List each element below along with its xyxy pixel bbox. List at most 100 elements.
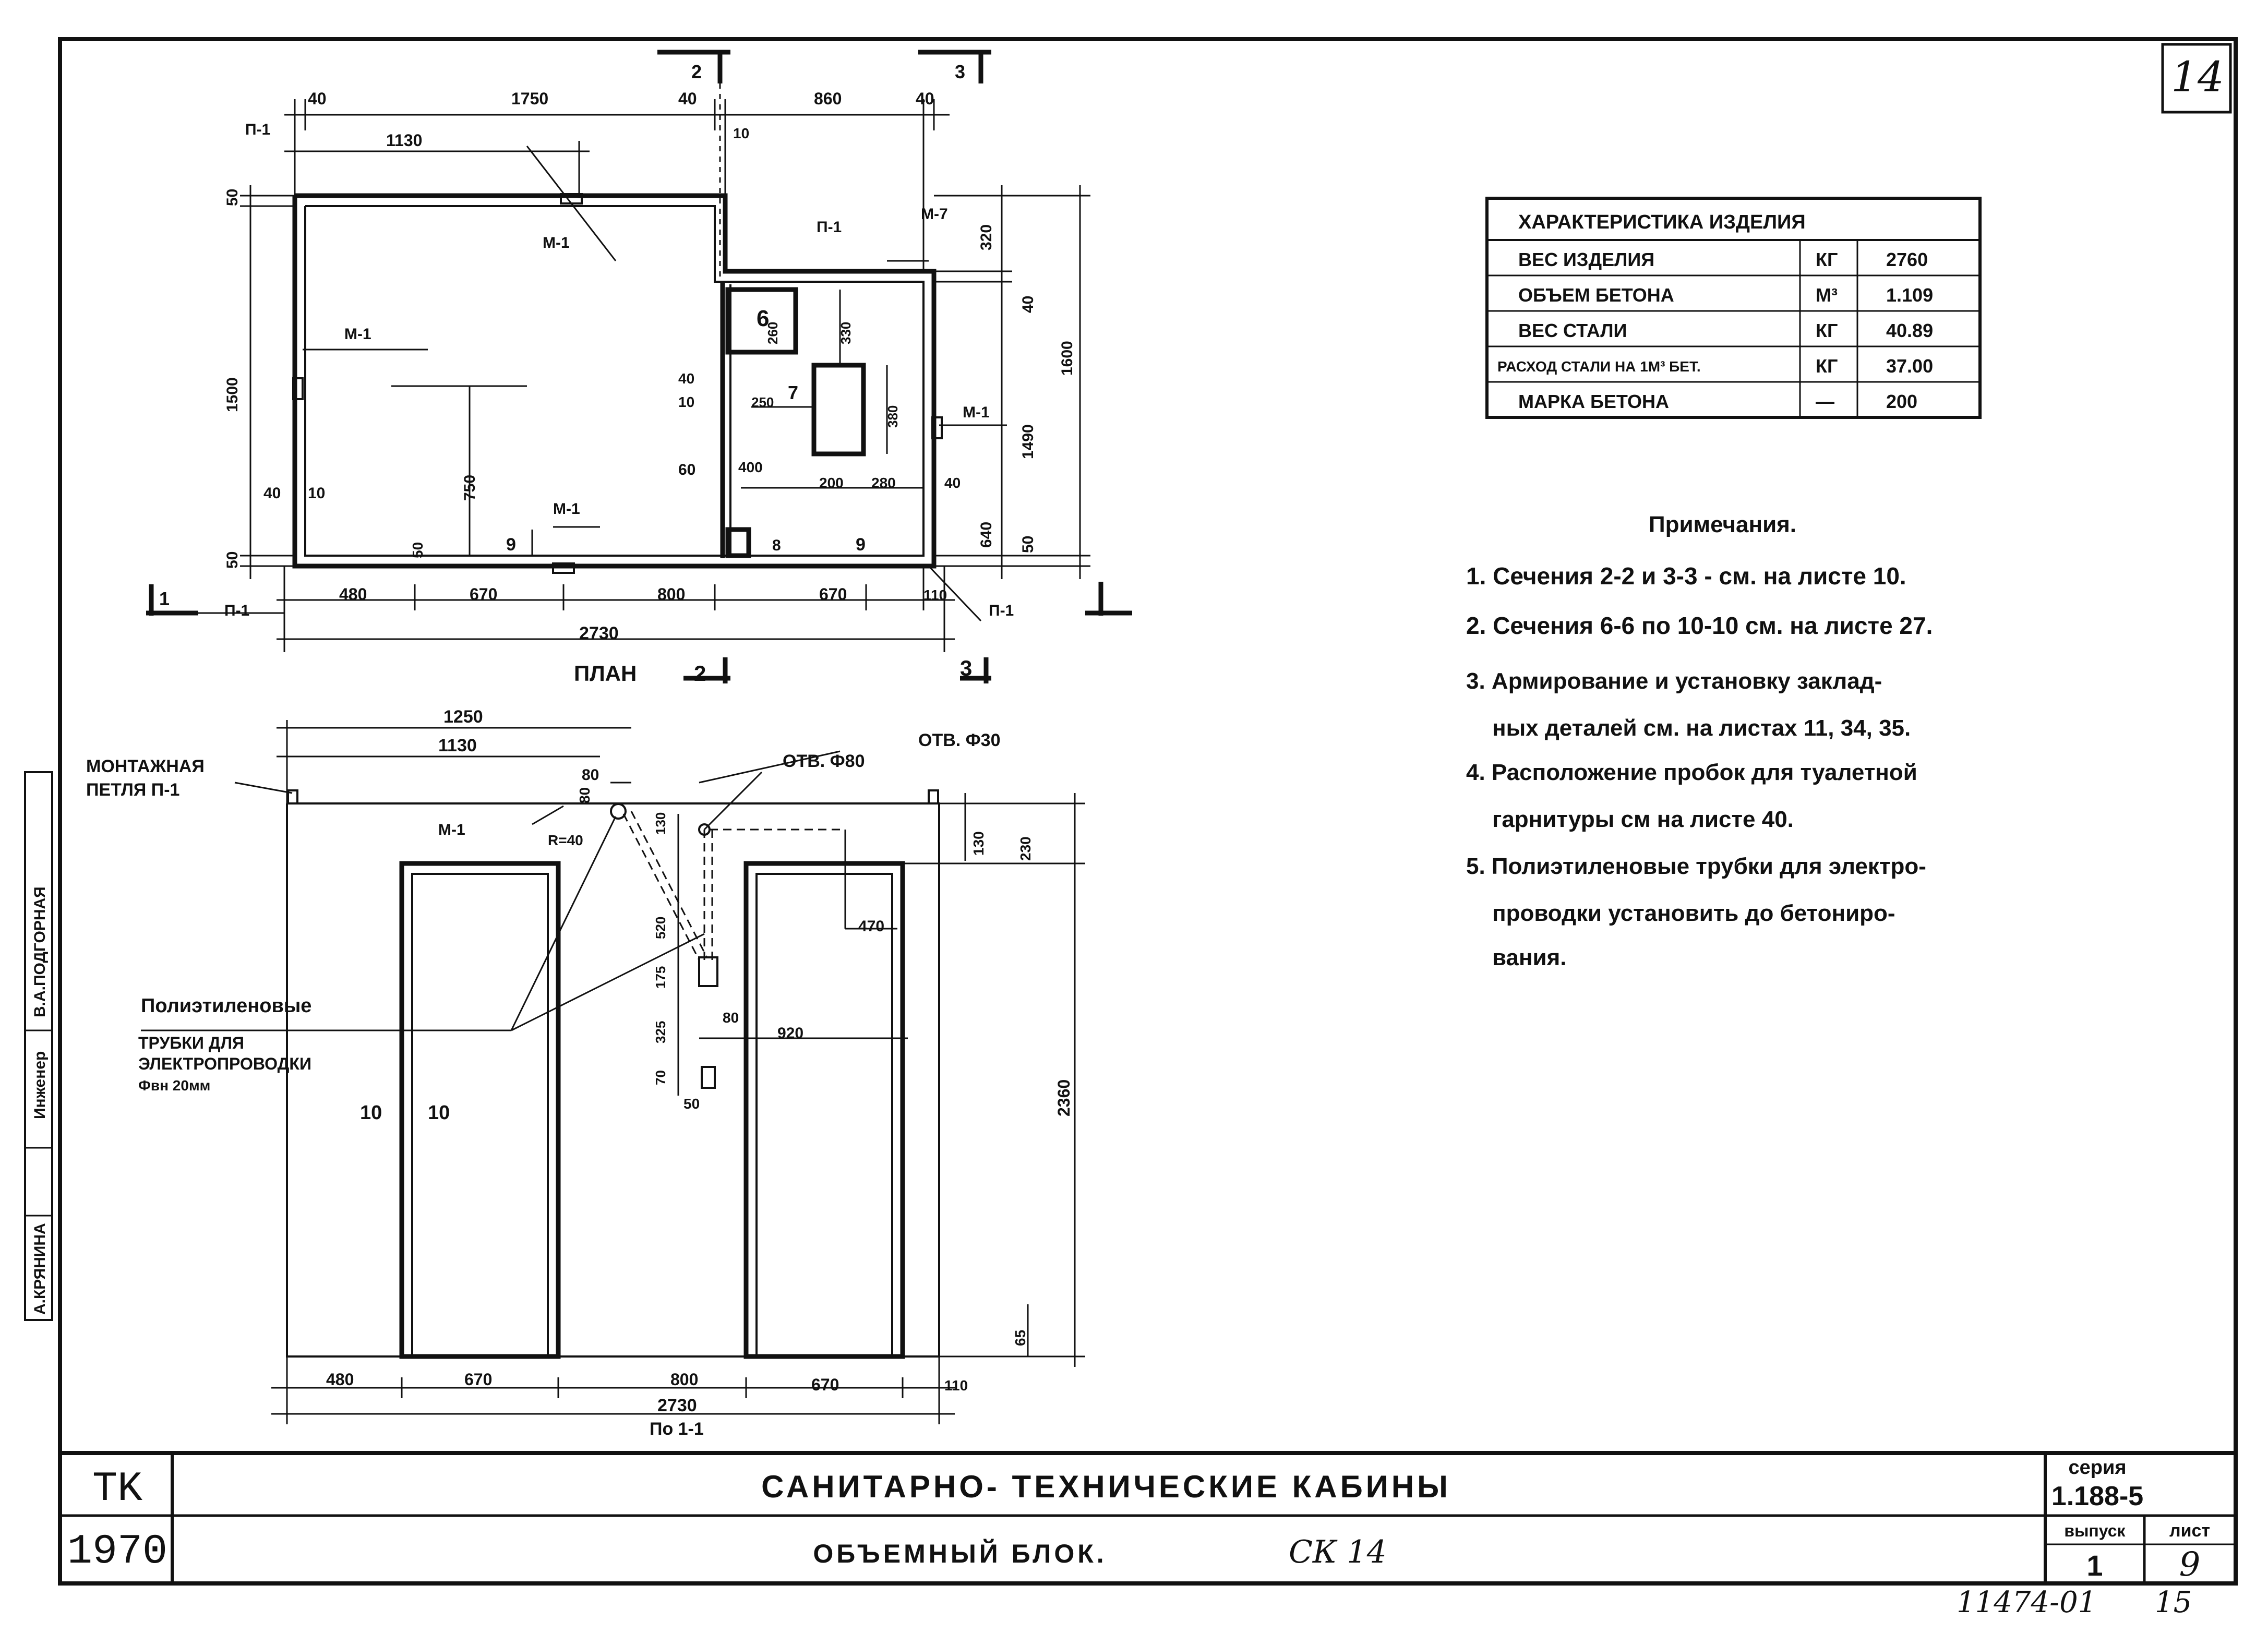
section-inner-520: 520 <box>653 917 668 939</box>
plan-dim-right-640: 640 <box>978 522 995 548</box>
side-stamp <box>24 771 53 1321</box>
plan-dim-top-1: 40 <box>308 89 327 108</box>
plan-label-p1-right: П-1 <box>817 219 842 236</box>
table-row-3-value: 40.89 <box>1886 320 1933 341</box>
table-row-5-name: МАРКА БЕТОНА <box>1518 391 1669 412</box>
title-org: TK <box>92 1466 142 1513</box>
table-row-4-unit: КГ <box>1816 355 1838 377</box>
note-4b: гарнитуры см на листе 40. <box>1492 807 1794 832</box>
note-5c: вания. <box>1492 945 1566 970</box>
plan-inner-40b: 40 <box>944 475 961 491</box>
table-row-3-name: ВЕС СТАЛИ <box>1518 320 1627 341</box>
plan-label-p1-bottom-right: П-1 <box>989 602 1014 619</box>
section-inner-2360: 2360 <box>1054 1079 1073 1116</box>
section-label-10b: 10 <box>428 1102 450 1124</box>
table-header: ХАРАКТЕРИСТИКА ИЗДЕЛИЯ <box>1518 211 1806 233</box>
plan-dim-left-10: 10 <box>308 485 325 502</box>
plan-dim-right-40: 40 <box>1019 296 1037 313</box>
table-row-4-value: 37.00 <box>1886 355 1933 377</box>
section-inner-325: 325 <box>653 1021 668 1043</box>
section-dim-80b: 80 <box>577 787 593 803</box>
table-row-1-unit: КГ <box>1816 249 1838 270</box>
plan-dim-top-3: 40 <box>678 89 697 108</box>
section-inner-470: 470 <box>858 918 884 935</box>
section-inner-80: 80 <box>723 1010 739 1026</box>
section-loop-label: МОНТАЖНАЯ <box>86 757 205 776</box>
note-3b: ных деталей см. на листах 11, 34, 35. <box>1492 715 1911 741</box>
title-main: САНИТАРНО- ТЕХНИЧЕСКИЕ КАБИНЫ <box>761 1469 1451 1504</box>
plan-label-m1-right: М-1 <box>963 404 990 421</box>
title-subtitle: ОБЪЕМНЫЙ БЛОК. <box>813 1539 1107 1568</box>
table-row-5-value: 200 <box>1886 391 1917 412</box>
section-dim-1250: 1250 <box>443 707 483 727</box>
section-dim-total: 2730 <box>657 1396 697 1415</box>
section-inner-130b: 130 <box>970 831 987 856</box>
section-pipes-label-2: ТРУБКИ ДЛЯ <box>138 1034 244 1052</box>
section-inner-70: 70 <box>653 1070 668 1085</box>
section-dim-80: 80 <box>582 766 599 784</box>
table-row-2-value: 1.109 <box>1886 284 1933 306</box>
plan-dim-right-50: 50 <box>1019 536 1037 553</box>
plan-label-9: 9 <box>506 535 516 555</box>
title-mark: СК 14 <box>1289 1534 1387 1570</box>
plan-inner-200: 200 <box>819 475 844 491</box>
note-4a: 4. Расположение пробок для туалетной <box>1466 760 1917 785</box>
title-series-label: серия <box>2068 1457 2126 1479</box>
plan-dim-total: 2730 <box>579 623 619 643</box>
table-row-2-unit: М³ <box>1816 284 1838 306</box>
stamp-engineer-label: Инженер <box>31 1051 49 1119</box>
table-row-3-unit: КГ <box>1816 320 1838 341</box>
plan-inner-330: 330 <box>838 322 854 344</box>
title-issue-value: 1 <box>2086 1549 2103 1582</box>
plan-dim-1130: 1130 <box>386 131 422 150</box>
title-series-value: 1.188-5 <box>2051 1481 2143 1511</box>
plan-dim-left-50b: 50 <box>224 551 241 569</box>
note-5b: проводки установить до бетониро- <box>1492 900 1895 926</box>
stamp-surname-1: А.КРЯНИНА <box>31 1223 49 1315</box>
plan-label-8: 8 <box>772 537 781 554</box>
plan-dim-bottom-5: 110 <box>923 587 947 603</box>
characteristics-table <box>1485 197 1982 419</box>
table-row-5-unit: — <box>1816 391 1834 412</box>
section-hole30-label: ОТВ. Ф30 <box>918 730 1001 750</box>
section-inner-50: 50 <box>683 1096 700 1112</box>
plan-label-6: 6 <box>757 306 769 331</box>
section-pipes-label-3: ЭЛЕКТРОПРОВОДКИ <box>138 1054 311 1073</box>
plan-inner-750: 750 <box>461 475 478 501</box>
section-inner-65: 65 <box>1012 1330 1028 1346</box>
plan-dim-right-1600: 1600 <box>1059 341 1076 376</box>
plan-view <box>146 50 1132 683</box>
sheet-frame <box>58 37 2238 1586</box>
note-3a: 3. Армирование и установку заклад- <box>1466 668 1882 694</box>
plan-section-right: 3 <box>960 656 972 680</box>
plan-section-top-right: 3 <box>955 61 965 82</box>
section-label-10a: 10 <box>360 1102 382 1124</box>
note-2: 2. Сечения 6-6 по 10-10 см. на листе 27. <box>1466 612 1933 639</box>
plan-inner-280: 280 <box>871 475 896 491</box>
section-dim-bottom-5: 110 <box>944 1377 968 1394</box>
plan-dim-bottom-2: 670 <box>470 585 497 604</box>
plan-dim-right-320: 320 <box>978 224 995 250</box>
plan-label-p1-bottom-left: П-1 <box>224 602 249 619</box>
section-pipes-label-4: Фвн 20мм <box>138 1077 210 1094</box>
section-inner-920: 920 <box>777 1025 803 1042</box>
table-row-1-value: 2760 <box>1886 249 1928 270</box>
section-inner-175: 175 <box>653 966 668 989</box>
note-5a: 5. Полиэтиленовые трубки для электро- <box>1466 854 1926 879</box>
plan-dim-bottom-4: 670 <box>819 585 847 604</box>
plan-dim-right-1490: 1490 <box>1019 424 1037 459</box>
section-dim-bottom-4: 670 <box>811 1375 839 1394</box>
stamp-surname-2: В.А.ПОДГОРНАЯ <box>31 886 49 1017</box>
plan-dim-top-2: 1750 <box>511 89 548 108</box>
plan-label-m1-top: М-1 <box>543 234 570 251</box>
plan-inner-400: 400 <box>738 459 763 475</box>
plan-label-9b: 9 <box>856 535 866 555</box>
section-m1-label: М-1 <box>438 821 465 838</box>
section-loop-label-2: ПЕТЛЯ П-1 <box>86 780 179 800</box>
plan-dim-top-4: 860 <box>814 89 842 108</box>
plan-dim-left-40: 40 <box>263 485 281 502</box>
plan-label-p1-top: П-1 <box>245 121 270 138</box>
plan-label-m7: М-7 <box>921 206 948 223</box>
section-inner-130: 130 <box>653 812 668 835</box>
